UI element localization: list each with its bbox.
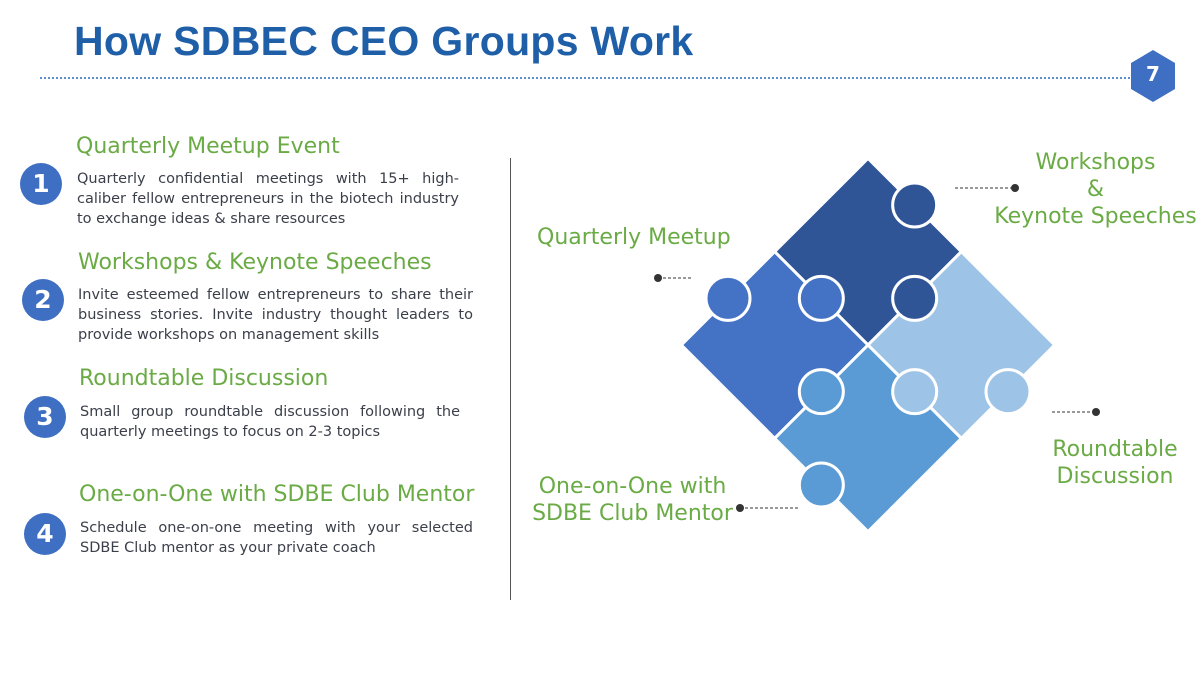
item-title: One-on-One with SDBE Club Mentor	[79, 482, 475, 507]
number-badge: 2	[22, 279, 64, 321]
label-quarterly: Quarterly Meetup	[537, 225, 731, 250]
item-title: Roundtable Discussion	[79, 366, 329, 391]
page-number-badge: 7	[1128, 48, 1178, 104]
item-description: Quarterly confidential meetings with 15+…	[77, 171, 459, 227]
page-number: 7	[1146, 62, 1160, 86]
label-workshops: Workshops&Keynote Speeches	[994, 150, 1197, 229]
column-divider	[510, 158, 511, 600]
connector-lines	[654, 184, 1100, 512]
item-description: Invite esteemed fellow entrepreneurs to …	[78, 287, 473, 343]
number-badge: 1	[20, 163, 62, 205]
item-description: Small group roundtable discussion follow…	[80, 404, 460, 440]
number-badge: 4	[24, 513, 66, 555]
hexagon-icon	[1131, 50, 1175, 102]
item-title: Quarterly Meetup Event	[76, 134, 340, 159]
puzzle-piece-bottom	[772, 342, 964, 534]
item-title: Workshops & Keynote Speeches	[78, 250, 432, 275]
number-badge: 3	[24, 396, 66, 438]
item-description: Schedule one-on-one meeting with your se…	[80, 520, 473, 556]
title-divider	[40, 77, 1130, 79]
puzzle-piece-right	[865, 249, 1057, 441]
page-title: How SDBEC CEO Groups Work	[74, 18, 694, 64]
